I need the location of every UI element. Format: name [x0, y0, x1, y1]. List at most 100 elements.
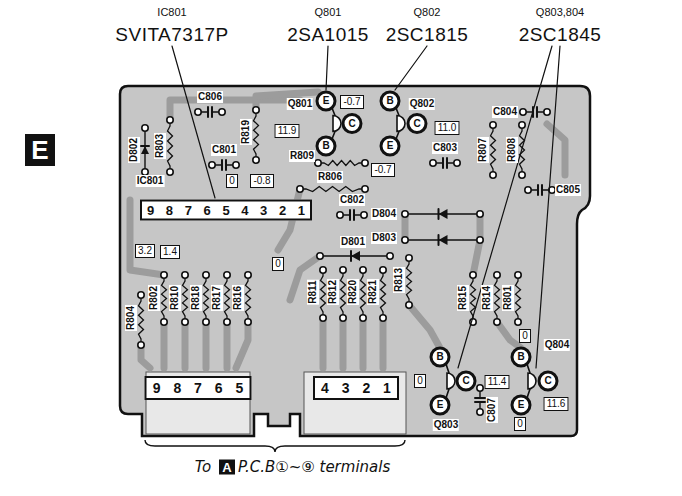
- leader-line: [536, 46, 560, 368]
- box-text: 1.4: [163, 247, 177, 257]
- box-text: 0: [229, 176, 235, 186]
- resistor-symbol: [516, 275, 521, 322]
- solder-pad: [360, 315, 366, 321]
- pin-letter: C: [348, 119, 355, 129]
- connector-pins: 9 8 7 6 5: [145, 376, 252, 400]
- part-label: R803: [154, 133, 166, 159]
- solder-pad: [477, 409, 483, 415]
- diode-bar: [141, 145, 149, 147]
- solder-pad: [138, 342, 144, 348]
- box-text: 11.9: [278, 126, 297, 136]
- solder-pad: [360, 267, 366, 273]
- solder-pad: [195, 109, 201, 115]
- solder-pad: [340, 267, 346, 273]
- part-label: R818: [190, 285, 202, 311]
- transistor-pad: [381, 92, 399, 110]
- voltage-box: -0.7: [371, 163, 395, 177]
- part-label: R821: [367, 279, 379, 305]
- ic-pin-strip: 9 8 7 6 5 4 3 2 1: [140, 200, 312, 221]
- copper-trace: [320, 322, 327, 368]
- leader-line: [326, 46, 328, 90]
- solder-pad: [203, 319, 209, 325]
- connector-pins: 4 3 2 1: [313, 376, 399, 400]
- diode-symbol: [351, 251, 360, 261]
- part-number: 2SA1015: [287, 25, 369, 44]
- pin-letter: B: [436, 352, 443, 362]
- capacitor-plate: [207, 107, 209, 117]
- solder-pad: [402, 237, 408, 243]
- box-text: -0.7: [343, 97, 360, 107]
- capacitor-plate: [221, 160, 223, 170]
- capacitor-plate: [541, 185, 543, 195]
- capacitor-plate: [225, 160, 227, 170]
- part-label: R816: [232, 285, 244, 311]
- resistor-symbol: [139, 295, 144, 345]
- voltage-box: 0: [414, 374, 426, 388]
- solder-pad: [224, 272, 230, 278]
- resistor-symbol: [341, 270, 346, 318]
- solder-pad: [477, 237, 483, 243]
- pin-letter: E: [518, 400, 525, 410]
- part-number: 2SC1845: [519, 25, 602, 44]
- part-label: R813: [393, 267, 405, 293]
- copper-trace: [473, 214, 480, 275]
- copper-trace: [340, 322, 347, 368]
- box-text: E: [31, 137, 48, 163]
- part-label: Q802: [409, 98, 435, 110]
- voltage-box: 0: [226, 174, 238, 188]
- resistor-symbol: [162, 275, 167, 322]
- solder-pad: [477, 385, 483, 391]
- voltage-box: -0.7: [340, 95, 364, 109]
- wire: [446, 389, 449, 398]
- pin-letter: E: [323, 96, 330, 106]
- wire: [527, 364, 530, 373]
- solder-pad: [490, 122, 496, 128]
- solder-pad: [525, 187, 531, 193]
- copper-trace: [236, 322, 248, 368]
- solder-pad: [477, 211, 483, 217]
- resistor-symbol: [318, 161, 365, 166]
- transistor-pad: [408, 115, 426, 133]
- part-label: C805: [555, 184, 581, 196]
- solder-pad: [406, 255, 412, 261]
- solder-pad: [515, 272, 521, 278]
- part-label: R808: [506, 137, 518, 163]
- box-text: 11.4: [488, 377, 507, 387]
- circuit-board: [120, 86, 590, 436]
- pin-letter: E: [437, 400, 444, 410]
- solder-pad: [253, 107, 259, 113]
- transistor-pad: [431, 348, 449, 366]
- resistor-symbol: [361, 270, 366, 318]
- part-label: Q803: [433, 419, 459, 431]
- solder-pad: [167, 169, 173, 175]
- solder-pad: [138, 292, 144, 298]
- voltage-box: 3.2: [135, 244, 155, 258]
- capacitor-plate: [211, 107, 213, 117]
- capacitor-plate: [536, 107, 538, 117]
- voltage-box: 1.4: [160, 245, 180, 259]
- box-text: 0: [522, 331, 528, 341]
- resistor-symbol: [381, 270, 386, 318]
- capacitor-plate: [475, 397, 485, 399]
- resistor-symbol: [254, 110, 259, 160]
- solder-pad: [362, 160, 368, 166]
- solder-pad: [167, 117, 173, 123]
- part-label: D803: [371, 232, 397, 244]
- solder-pad: [253, 157, 259, 163]
- transistor-body: [447, 373, 455, 389]
- solder-pad: [245, 272, 251, 278]
- box-text: 11.6: [547, 399, 566, 409]
- bracket: [145, 440, 405, 452]
- copper-trace: [409, 305, 440, 348]
- transistor-pad: [512, 396, 530, 414]
- solder-pad: [203, 272, 209, 278]
- part-name: Q802: [414, 7, 441, 18]
- transistor-pad: [431, 396, 449, 414]
- resistor-symbol: [204, 275, 209, 322]
- box-text: 9 8 7 6 5 4 3 2 1: [147, 204, 305, 217]
- part-label: C804: [492, 106, 518, 118]
- leader-line: [395, 46, 427, 90]
- box-text: 0: [417, 376, 423, 386]
- transistor-body: [333, 116, 341, 132]
- part-label: R806: [317, 171, 343, 183]
